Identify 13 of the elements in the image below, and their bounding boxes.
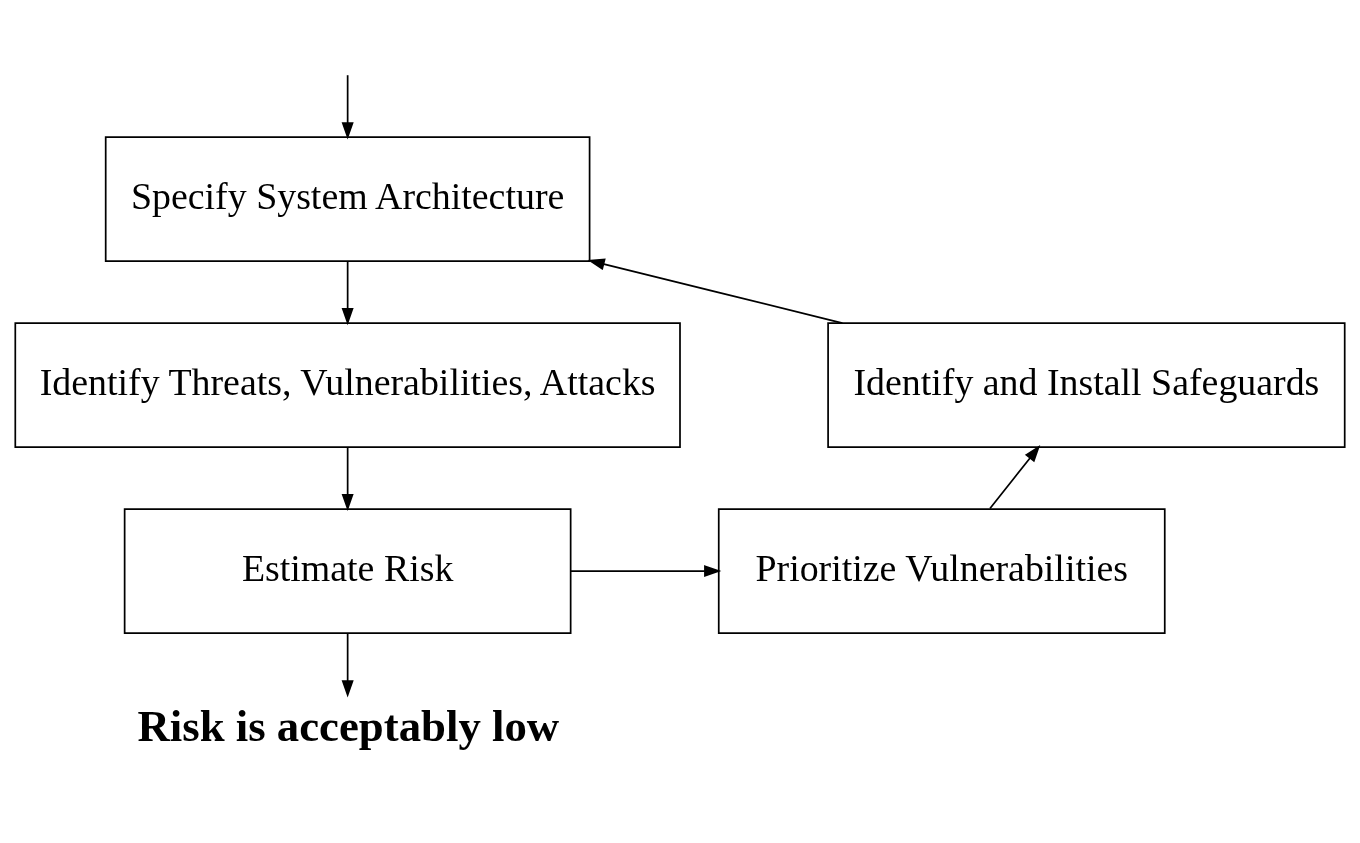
- arrow: [989, 445, 1041, 510]
- node-box: Identify and Install Safeguards: [827, 322, 1346, 448]
- node-box: Identify Threats, Vulnerabilities, Attacks: [14, 322, 681, 448]
- arrow: [341, 260, 354, 326]
- arrow: [587, 258, 844, 324]
- arrow: [341, 632, 354, 698]
- arrow: [341, 74, 354, 140]
- node-box: Specify System Architecture: [104, 136, 591, 262]
- node-box: Estimate Risk: [123, 508, 572, 634]
- arrow: [341, 446, 354, 512]
- arrow: [570, 565, 722, 578]
- node-box: Prioritize Vulnerabilities: [717, 508, 1166, 634]
- node-text: Risk is acceptably low: [137, 701, 560, 752]
